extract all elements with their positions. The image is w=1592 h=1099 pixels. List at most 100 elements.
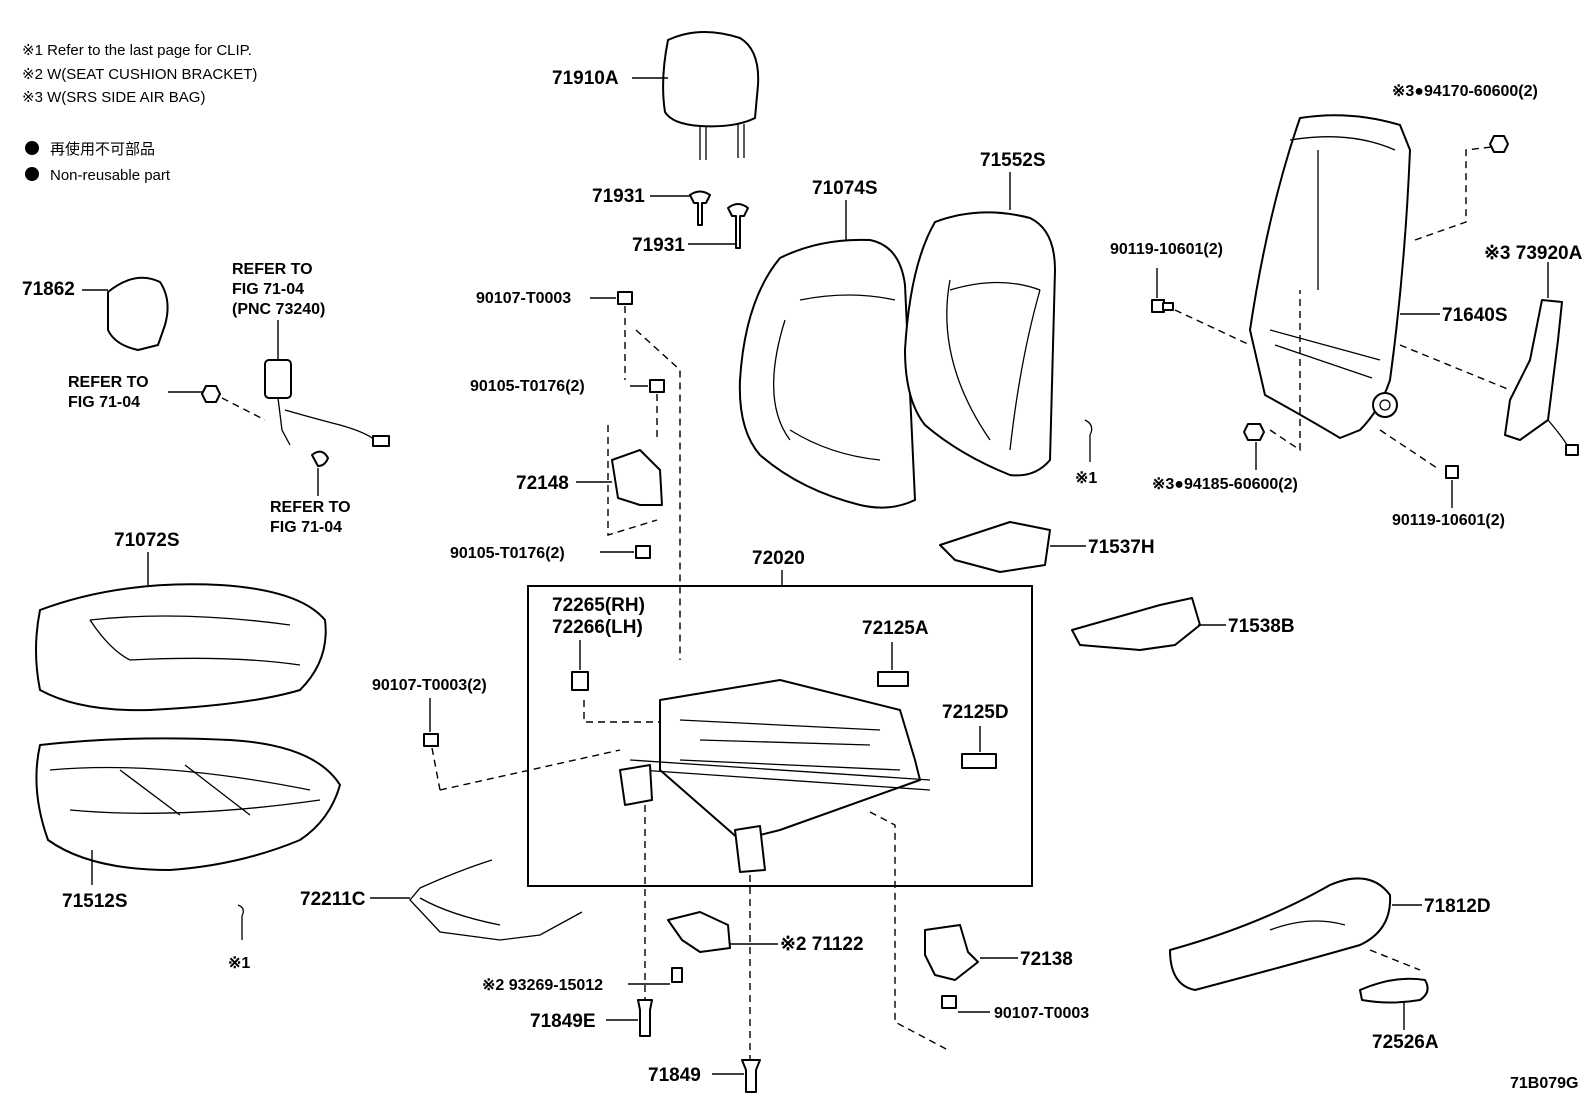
bolt-icon [1445,465,1459,479]
recliner-icon [1372,392,1398,418]
label-71849: 71849 [648,1065,701,1086]
label-71074S: 71074S [812,178,878,199]
label-72526A: 72526A [1372,1032,1439,1053]
label-72265-rh: 72265(RH) [552,595,645,616]
refer-c-line2: FIG 71-04 [270,519,342,536]
note-bracket: ※2 W(SEAT CUSHION BRACKET) [22,66,257,83]
seatback-cover-group: 71074S 71552S ※1 [738,150,1097,509]
clip-icon [877,671,909,687]
seatback-frame-shape [1249,114,1411,439]
legend-english: Non-reusable part [50,167,171,184]
headrest-guide-shape [689,190,711,226]
nut-icon [201,385,221,403]
label-72125D: 72125D [942,702,1009,723]
non-reusable-dot-icon [25,167,39,181]
refer-b-line2: FIG 71-04 [68,394,140,411]
cushion-pad-shape [35,737,341,871]
refer-c-line1: REFER TO [270,499,351,516]
adjuster-frame-shape [659,679,921,841]
label-71931-upper: 71931 [592,186,645,207]
label-90119-10601-upper: 90119-10601(2) [1110,241,1223,258]
diagram-id: 71B079G [1510,1075,1579,1092]
label-71072S: 71072S [114,530,180,551]
label-90105-T0176-lower: 90105-T0176(2) [450,545,565,562]
rail-bracket-shape [619,764,653,806]
headrest-shape [662,30,760,128]
clip-icon [571,671,589,691]
label-71910A: 71910A [552,68,619,89]
seat-adjuster-group: 72020 72265(RH) 72266(LH) 72125A 72125D [439,548,1033,1060]
inner-shield-shape [939,521,1051,573]
outer-shield-shape [1169,877,1392,991]
label-clip-2: ※1 [228,955,250,972]
refer-a-line1: REFER TO [232,261,313,278]
label-73920A: ※3 73920A [1484,243,1583,264]
bottom-parts-group: 72211C ※2 71122 ※2 93269-15012 71849E 71… [300,859,1089,1093]
buckle-icon [264,359,292,399]
label-72020: 72020 [752,548,805,569]
label-71812D: 71812D [1424,896,1491,917]
notes-block: ※1 Refer to the last page for CLIP. ※2 W… [22,42,257,184]
label-90107-T0003-lower: 90107-T0003 [994,1005,1089,1022]
label-71849E: 71849E [530,1011,596,1032]
knob-cover-shape [1359,977,1429,1004]
bracket-shape [611,449,663,506]
label-71512S: 71512S [62,891,128,912]
seatback-frame-group: 71640S ※3●94170-60600(2) 90119-10601(2) … [1110,83,1583,529]
bracket-bolts-group: 90107-T0003 90105-T0176(2) 72148 90105-T… [450,290,681,660]
label-94170-60600: ※3●94170-60600(2) [1392,83,1538,100]
label-90119-10601-lower: 90119-10601(2) [1392,512,1505,529]
label-71640S: 71640S [1442,305,1508,326]
rail-cover-shape [924,924,979,981]
side-shields-group: 71537H 71538B [939,521,1295,651]
refer-a-line3: (PNC 73240) [232,301,325,318]
outer-shield-group: 71812D 72526A [1169,877,1491,1053]
legend-japanese: 再使用不可部品 [50,141,155,158]
clip-icon [961,753,997,769]
label-72211C: 72211C [300,889,366,910]
non-reusable-dot-icon [25,141,39,155]
label-clip-1: ※1 [1075,470,1097,487]
buckle-group: 71862 REFER TO FIG 71-04 (PNC 73240) REF… [22,261,390,536]
label-94185-60600: ※3●94185-60600(2) [1152,476,1298,493]
headrest-group: 71910A 71931 71931 [552,30,760,256]
label-71862: 71862 [22,279,75,300]
bolt-icon [423,733,439,747]
label-72148: 72148 [516,473,569,494]
cushion-bracket-shape [667,911,731,953]
bolt-icon [617,291,633,305]
nut-icon [1243,423,1265,441]
refer-a-line2: FIG 71-04 [232,281,304,298]
bolt-icon [635,545,651,559]
shield-cover-shape [107,276,169,351]
note-airbag: ※3 W(SRS SIDE AIR BAG) [22,89,205,106]
inner-cover-shape [1071,597,1201,651]
label-71122: ※2 71122 [780,934,864,955]
label-71538B: 71538B [1228,616,1295,637]
label-72125A: 72125A [862,618,929,639]
pin-icon [741,1059,761,1093]
seatback-pad-shape [904,211,1056,477]
note-clip: ※1 Refer to the last page for CLIP. [22,42,252,59]
label-93269-15012: ※2 93269-15012 [482,977,603,994]
adjuster-assembly-box [527,585,1033,887]
bolt-icon [671,967,683,983]
headrest-guide-shape [727,203,749,249]
label-71552S: 71552S [980,150,1046,171]
cushion-cover-shape [35,583,327,712]
cap-icon [311,450,329,467]
label-90105-T0176-upper: 90105-T0176(2) [470,378,585,395]
refer-b-line1: REFER TO [68,374,149,391]
bolt-icon [941,995,957,1009]
nut-icon [1489,135,1509,153]
seatback-cover-shape [738,238,916,509]
rail-bolts-group: 90107-T0003(2) [372,677,487,791]
label-90107-T0003-pair: 90107-T0003(2) [372,677,487,694]
label-71931-lower: 71931 [632,235,685,256]
bolt-icon [649,379,665,393]
pin-icon [637,999,653,1037]
label-72266-lh: 72266(LH) [552,617,643,638]
label-72138: 72138 [1020,949,1073,970]
cushion-group: 71072S 71512S ※1 [35,530,341,972]
